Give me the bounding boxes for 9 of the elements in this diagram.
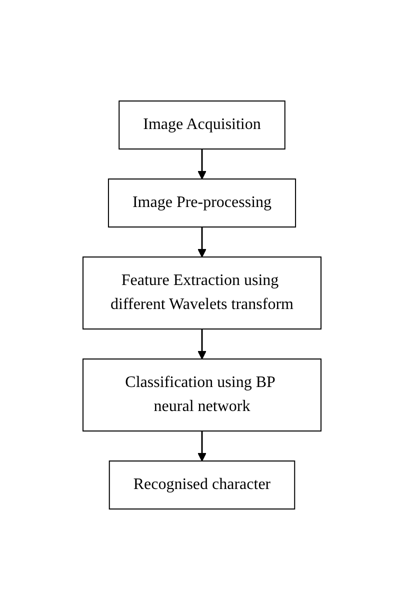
- node-box: Recognised character: [108, 460, 295, 510]
- node-box: Image Acquisition: [118, 100, 285, 150]
- arrow: [197, 329, 206, 360]
- node-box: Feature Extraction using different Wavelets transform: [82, 256, 321, 330]
- node-box: Image Pre-processing: [107, 178, 296, 228]
- arrow: [197, 227, 206, 258]
- arrow: [197, 149, 206, 180]
- arrow: [197, 431, 206, 462]
- node-box: Classification using BP neural network: [82, 358, 321, 432]
